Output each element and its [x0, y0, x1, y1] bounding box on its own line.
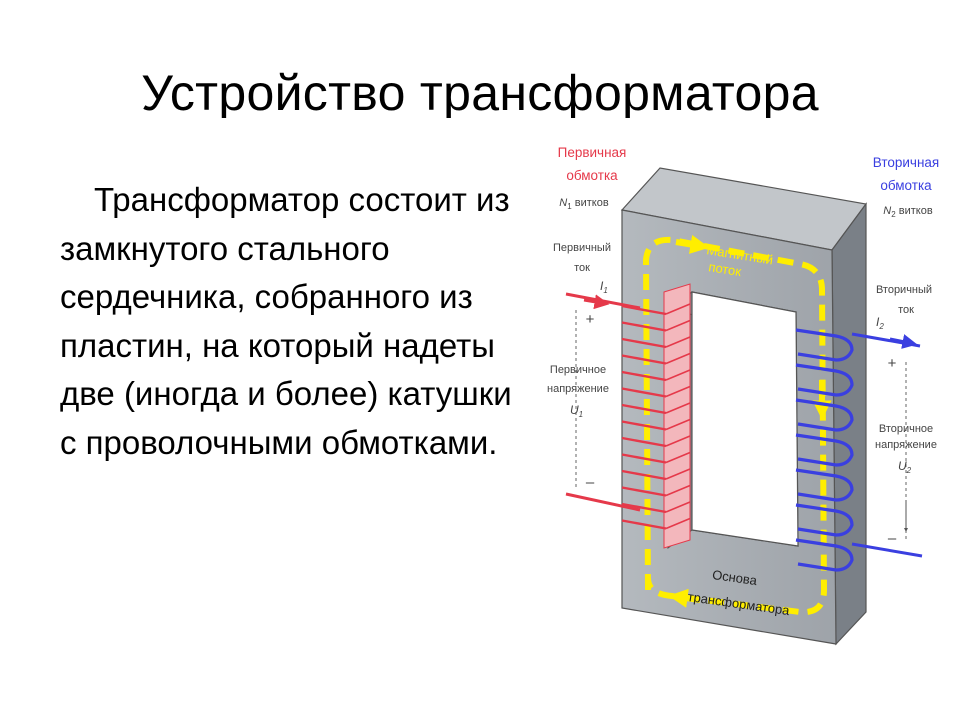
primary-current-symbol: I	[600, 279, 604, 293]
flux-arrow-top	[675, 234, 710, 254]
secondary-minus: –	[888, 530, 897, 547]
primary-turns-word: витков	[572, 197, 609, 209]
primary-coil-turn-side	[665, 451, 691, 464]
secondary-voltage-label-line1: Вторичное	[879, 423, 933, 435]
primary-coil-turns	[621, 303, 691, 530]
primary-coil-turn	[621, 321, 667, 332]
secondary-voltage-symbol: U	[898, 459, 907, 473]
primary-coil-turn-side	[665, 468, 691, 480]
primary-current-label-line2: ток	[574, 262, 590, 274]
secondary-coil-turn	[795, 328, 854, 362]
secondary-current-symbol-label: I2	[876, 315, 884, 331]
primary-turns-label: N1 витков	[559, 197, 609, 211]
secondary-current-label-line1: Вторичный	[876, 284, 932, 296]
primary-voltage-symbol-label: U1	[570, 403, 583, 419]
primary-coil-turn-side	[665, 336, 691, 348]
secondary-coil-turn	[795, 363, 854, 397]
secondary-current-symbol: I	[876, 315, 880, 329]
primary-voltage-label-line2: напряжение	[547, 383, 609, 395]
primary-winding	[621, 283, 691, 549]
secondary-coil-turn	[795, 468, 854, 502]
primary-coil-turn	[621, 502, 667, 514]
primary-turns-symbol: N	[559, 197, 567, 209]
secondary-coil-turn	[795, 503, 854, 537]
primary-plus: +	[586, 311, 595, 328]
secondary-winding-label-line1: Вторичная	[873, 155, 939, 170]
primary-coil-block	[663, 283, 691, 549]
primary-winding-label-line1: Первичная	[558, 145, 627, 160]
secondary-coil-turn	[795, 398, 854, 432]
secondary-coil-turns	[795, 328, 854, 572]
primary-turns-sub: 1	[567, 202, 572, 211]
primary-coil-turn-side	[665, 435, 691, 447]
secondary-turns-word: витков	[896, 205, 933, 217]
primary-coil-turn	[621, 354, 667, 365]
secondary-voltage-sub: 2	[906, 466, 912, 475]
secondary-voltage-label-line2: напряжение	[875, 439, 937, 451]
primary-winding-label-line2: обмотка	[566, 168, 618, 183]
secondary-turns-label: N2 витков	[883, 205, 933, 219]
primary-coil-turn	[621, 519, 667, 530]
primary-coil-turn-side	[665, 385, 691, 398]
secondary-turns-sub: 2	[891, 210, 896, 219]
primary-coil-turn	[621, 403, 667, 415]
primary-coil-turn	[621, 486, 667, 497]
secondary-current-sub: 2	[878, 322, 884, 331]
secondary-current-arrow	[889, 334, 918, 349]
primary-coil-turn-side	[665, 319, 691, 332]
primary-current-symbol-label: I1	[600, 279, 608, 295]
page-title: Устройство трансформатора	[141, 65, 819, 118]
primary-voltage-sub: 1	[579, 410, 583, 419]
primary-voltage-symbol: U	[570, 403, 579, 417]
secondary-voltage-symbol-label: U2	[898, 459, 912, 475]
primary-current-sub: 1	[603, 286, 607, 295]
primary-coil-turn	[621, 469, 667, 481]
primary-coil-turn	[621, 387, 667, 398]
primary-coil-turn	[621, 420, 667, 431]
primary-lead-bottom	[565, 492, 641, 512]
magnetic-flux-path	[642, 236, 828, 616]
secondary-coil-turn	[795, 538, 854, 572]
primary-coil-turn-side	[665, 484, 691, 497]
base-label-line1: Основа	[711, 567, 758, 588]
secondary-winding-label-line2: обмотка	[880, 178, 932, 193]
primary-current-arrow	[583, 294, 610, 310]
primary-voltage-label-line1: Первичное	[550, 364, 606, 376]
primary-coil-turn-side	[665, 402, 691, 414]
primary-coil-turn-side	[665, 501, 691, 513]
title-clip: Устройство трансформатора	[0, 52, 960, 118]
secondary-coil-turn	[795, 433, 854, 467]
primary-coil-turn	[621, 436, 667, 448]
primary-coil-turn-side	[665, 369, 691, 381]
secondary-plus: +	[888, 355, 897, 372]
primary-coil-turn-side	[665, 418, 691, 431]
flux-label-line2: поток	[708, 259, 743, 279]
primary-coil-turn	[621, 337, 667, 349]
transformer-diagram: Магнитный поток Первичная обмотка N1 вит…	[547, 145, 939, 646]
primary-minus: –	[586, 474, 595, 491]
flux-arrow-bottom	[668, 588, 701, 608]
secondary-current-label-line2: ток	[898, 304, 914, 316]
primary-coil-turn	[621, 370, 667, 382]
core-window	[691, 291, 799, 547]
primary-coil-turn	[621, 453, 667, 464]
primary-current-label-line1: Первичный	[553, 242, 611, 254]
body-text: Трансформатор состоит из замкнутого стал…	[60, 181, 512, 461]
primary-coil-turn-side	[665, 517, 691, 530]
primary-coil-turn-side	[665, 352, 691, 365]
primary-coil-turn-side	[665, 303, 691, 315]
secondary-turns-symbol: N	[883, 205, 891, 217]
secondary-lead-bottom	[851, 542, 923, 558]
